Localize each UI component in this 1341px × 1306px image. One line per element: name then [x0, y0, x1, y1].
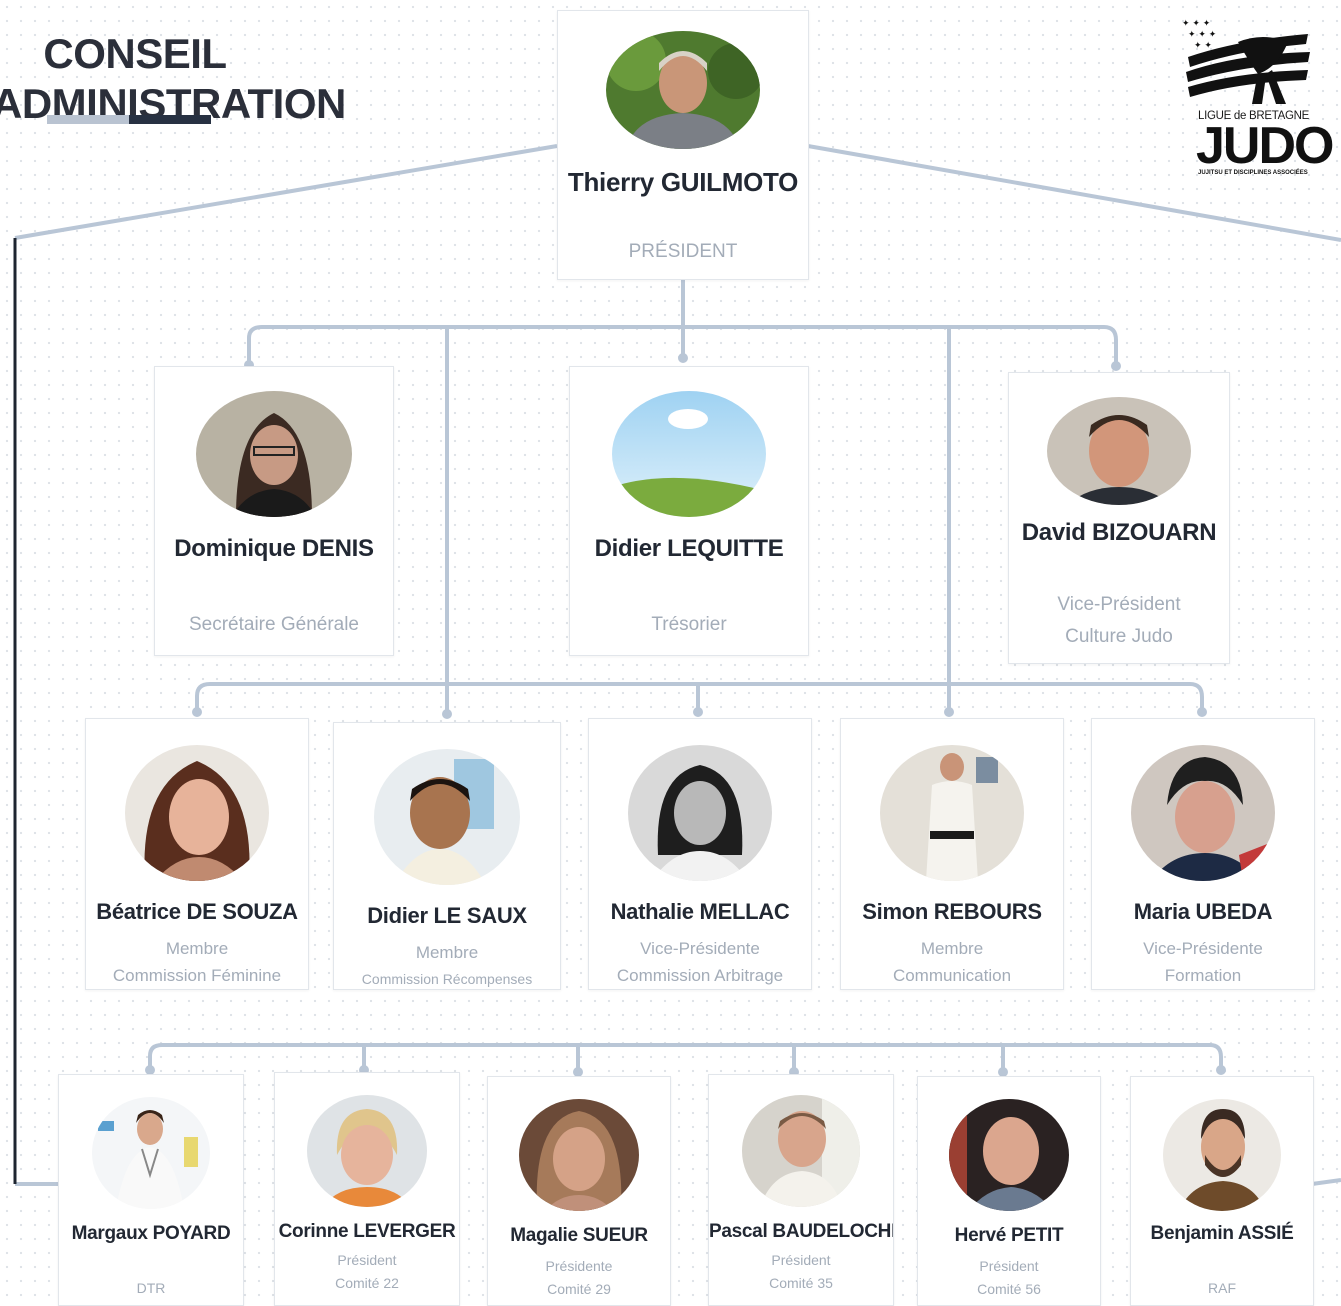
committee-role-line-1: Président [337, 1252, 397, 1268]
committee-role-line-2: Comité 35 [769, 1275, 833, 1291]
bureau-member-name: Didier LEQUITTE [594, 535, 784, 562]
member-role-line-1: Membre [415, 943, 479, 962]
card-committee[interactable]: Pascal BAUDELOCHE Président Comité 35 [708, 1074, 894, 1306]
card-member[interactable]: Didier LE SAUX Membre Commission Récompe… [333, 722, 561, 990]
member-role-line-2: Commission Féminine [112, 966, 282, 985]
member-photo [374, 749, 520, 885]
committee-name: Magalie SUEUR [510, 1225, 648, 1246]
committee-photo [949, 1099, 1069, 1211]
card-committee[interactable]: Corinne LEVERGER Président Comité 22 [274, 1072, 460, 1306]
member-name: Béatrice DE SOUZA [96, 899, 298, 924]
card-committee[interactable]: Magalie SUEUR Présidente Comité 29 [487, 1076, 671, 1306]
committee-name: Margaux POYARD [71, 1223, 231, 1244]
committee-photo [307, 1095, 427, 1207]
card-committee[interactable]: Hervé PETIT Président Comité 56 [917, 1076, 1101, 1306]
logo-sub-text: JUJITSU ET DISCIPLINES ASSOCIÉES [1198, 170, 1308, 176]
card-president[interactable]: Thierry GUILMOTO PRÉSIDENT [557, 10, 809, 280]
committee-photo [1163, 1099, 1281, 1211]
member-role-line-1: Membre [920, 939, 984, 958]
committee-role-line-1: DTR [136, 1280, 166, 1296]
member-role-line-1: Membre [165, 939, 229, 958]
committee-photo [519, 1099, 639, 1211]
member-role-line-2: Communication [892, 966, 1012, 985]
committee-role-line-2: Comité 22 [335, 1275, 399, 1291]
committee-name: Hervé PETIT [954, 1225, 1064, 1246]
card-committee[interactable]: Benjamin ASSIÉ RAF [1130, 1076, 1314, 1306]
bureau-member-role-line-1: Vice-Président [1057, 594, 1181, 615]
card-member[interactable]: Nathalie MELLAC Vice-Présidente Commissi… [588, 718, 812, 990]
member-role-line-1: Vice-Présidente [640, 939, 760, 958]
committee-photo [742, 1095, 860, 1207]
member-role-line-2: Commission Arbitrage [616, 966, 784, 985]
president-role: PRÉSIDENT [628, 241, 738, 262]
member-photo [1131, 745, 1275, 881]
flag-emblem-icon: ✦ ✦ ✦ ✦ ✦ ✦ ✦ ✦ [1182, 19, 1310, 104]
vice-president-culture-photo [1047, 397, 1191, 505]
committee-role-line-1: Présidente [545, 1258, 613, 1274]
logo-main-text: JUDO [1196, 117, 1334, 175]
page-title-line-1: CONSEIL [43, 30, 227, 77]
member-photo [125, 745, 269, 881]
committee-name: Corinne LEVERGER [278, 1221, 456, 1242]
member-name: Maria UBEDA [1133, 899, 1273, 924]
committee-name: Pascal BAUDELOCHE [709, 1221, 894, 1242]
member-name: Simon REBOURS [862, 899, 1042, 924]
committee-photo [92, 1097, 210, 1209]
member-role-line-2: Commission Récompenses [361, 971, 533, 987]
bureau-member-role: Trésorier [651, 614, 727, 635]
svg-text:✦ ✦ ✦: ✦ ✦ ✦ [1182, 19, 1211, 29]
member-role-line-2: Formation [1164, 966, 1242, 985]
member-name: Nathalie MELLAC [610, 899, 790, 924]
title-underline-dark [129, 115, 211, 124]
bureau-member-name: David BIZOUARN [1021, 519, 1217, 546]
svg-text:✦ ✦: ✦ ✦ [1194, 41, 1212, 51]
member-photo [628, 745, 772, 881]
committee-role-line-2: Comité 56 [977, 1281, 1041, 1297]
card-vice-president-culture[interactable]: David BIZOUARN Vice-Président Culture Ju… [1008, 372, 1230, 664]
card-member[interactable]: Maria UBEDA Vice-Présidente Formation [1091, 718, 1315, 990]
logo-top-text: LIGUE de BRETAGNE [1198, 110, 1310, 122]
member-name: Didier LE SAUX [367, 903, 527, 928]
committee-role-line-1: Président [979, 1258, 1039, 1274]
title-underline-light [47, 115, 129, 124]
secretary-photo [196, 391, 352, 517]
ligue-bretagne-judo-logo: ✦ ✦ ✦ ✦ ✦ ✦ ✦ ✦ LIGUE de BRETAGNE JUDO J… [1178, 12, 1334, 187]
committee-role-line-2: Comité 29 [547, 1281, 611, 1297]
svg-text:✦ ✦ ✦: ✦ ✦ ✦ [1188, 30, 1217, 40]
member-photo [880, 745, 1024, 881]
committee-name: Benjamin ASSIÉ [1150, 1223, 1294, 1244]
bureau-member-role-line-2: Culture Judo [1065, 626, 1173, 647]
president-name: Thierry GUILMOTO [567, 167, 799, 197]
committee-role-line-1: Président [771, 1252, 831, 1268]
card-member[interactable]: Simon REBOURS Membre Communication [840, 718, 1064, 990]
card-treasurer[interactable]: Didier LEQUITTE Trésorier [569, 366, 809, 656]
member-role-line-1: Vice-Présidente [1143, 939, 1263, 958]
card-secretary[interactable]: Dominique DENIS Secrétaire Générale [154, 366, 394, 656]
card-committee[interactable]: Margaux POYARD DTR [58, 1074, 244, 1306]
bureau-member-role: Secrétaire Générale [188, 614, 360, 635]
treasurer-photo-placeholder [612, 391, 766, 517]
president-photo [606, 31, 760, 149]
bureau-member-name: Dominique DENIS [174, 535, 374, 562]
card-member[interactable]: Béatrice DE SOUZA Membre Commission Fémi… [85, 718, 309, 990]
committee-role-line-1: RAF [1208, 1280, 1236, 1296]
